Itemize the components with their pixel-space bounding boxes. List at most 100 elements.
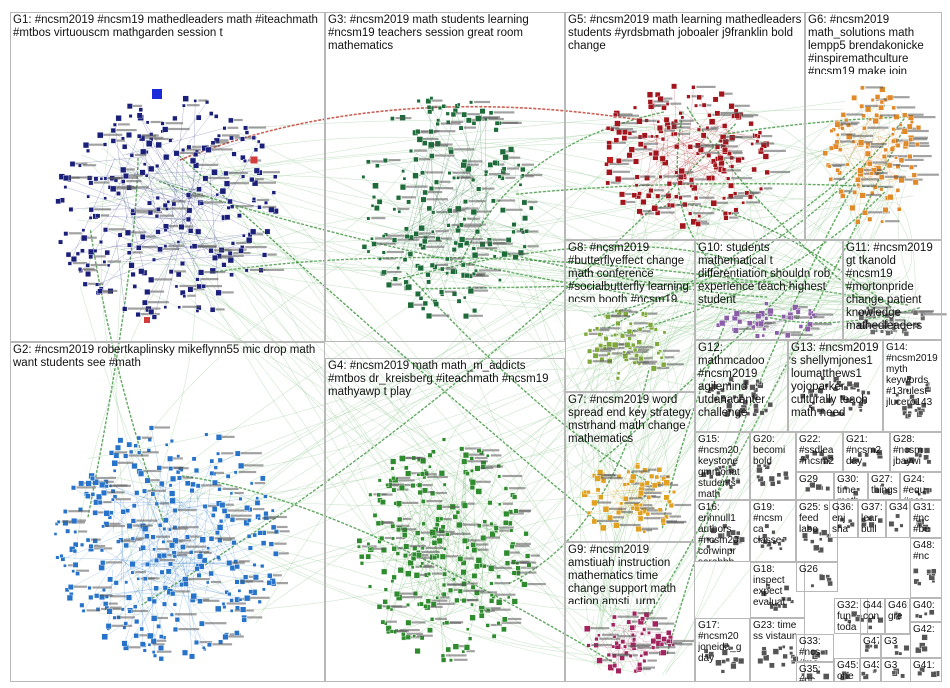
node [652,149,660,157]
node [733,207,739,213]
node [102,601,109,607]
node [262,587,266,592]
node [402,257,408,263]
node [195,277,200,282]
node [452,514,458,520]
node [404,234,410,239]
node [260,475,266,482]
edge [374,602,640,663]
node-label-mark [907,113,924,116]
edge [403,142,886,248]
node [856,182,861,187]
node [888,521,895,527]
node-label-mark [864,104,885,107]
node [221,508,228,514]
node-label-mark [117,461,134,464]
node [480,535,487,541]
node [509,528,514,533]
node [901,128,908,135]
node-label-mark [422,137,439,141]
node-label-mark [135,209,157,212]
node [748,120,754,127]
node [121,179,126,184]
node [832,143,839,150]
node [488,565,495,572]
node [648,188,654,194]
node [781,645,786,649]
node-label-mark [593,329,610,332]
node [866,306,870,310]
node [205,146,212,153]
node [903,331,909,337]
node [897,613,902,619]
node [431,540,438,546]
node [420,244,427,251]
node-label-mark [450,112,466,115]
edge [165,166,197,308]
node [614,120,621,127]
node-label-mark [467,217,481,220]
node-label-mark [204,622,227,625]
edge [378,197,864,287]
node [661,362,667,368]
node-label-mark [896,106,916,109]
node [85,271,92,277]
node [634,183,639,188]
node-label-mark [871,143,887,146]
node [159,569,165,575]
node [521,199,528,206]
node [215,434,223,441]
edge [235,376,655,509]
node [671,83,678,90]
node [357,544,361,549]
node-label-mark [69,176,80,179]
node-label-mark [670,102,682,105]
node [871,615,876,620]
edge [133,217,161,250]
node [632,637,637,642]
node [208,570,214,577]
node [418,296,424,301]
node [422,300,428,307]
node-label-mark [126,168,135,171]
edge [116,247,145,612]
node [715,471,721,477]
node-label-mark [699,196,715,199]
node [471,573,478,579]
node-label-mark [150,120,164,124]
node [155,141,162,149]
node [846,381,853,387]
node-label-mark [185,545,207,548]
node [630,505,635,511]
node [173,150,180,157]
node [63,231,69,237]
node [390,523,396,529]
node [176,475,182,481]
node [260,564,265,569]
node-label-mark [611,352,631,355]
node [811,313,816,318]
node-label-mark [628,645,650,648]
node [825,486,831,491]
node-label-mark [177,551,190,554]
node-label-mark [197,244,217,247]
node [509,544,515,549]
node [133,443,138,448]
node-label-mark [90,263,107,267]
node [915,490,919,494]
node [851,401,856,407]
edge [196,461,213,503]
edge [100,125,183,573]
node [88,543,94,549]
edge [167,318,889,598]
node [431,449,436,455]
node [764,523,770,529]
node [440,653,446,659]
edge [410,510,497,532]
node-label-mark [200,278,219,281]
node [471,547,478,554]
edge [594,300,725,641]
node [253,167,260,174]
node [674,194,679,199]
node [229,491,234,496]
